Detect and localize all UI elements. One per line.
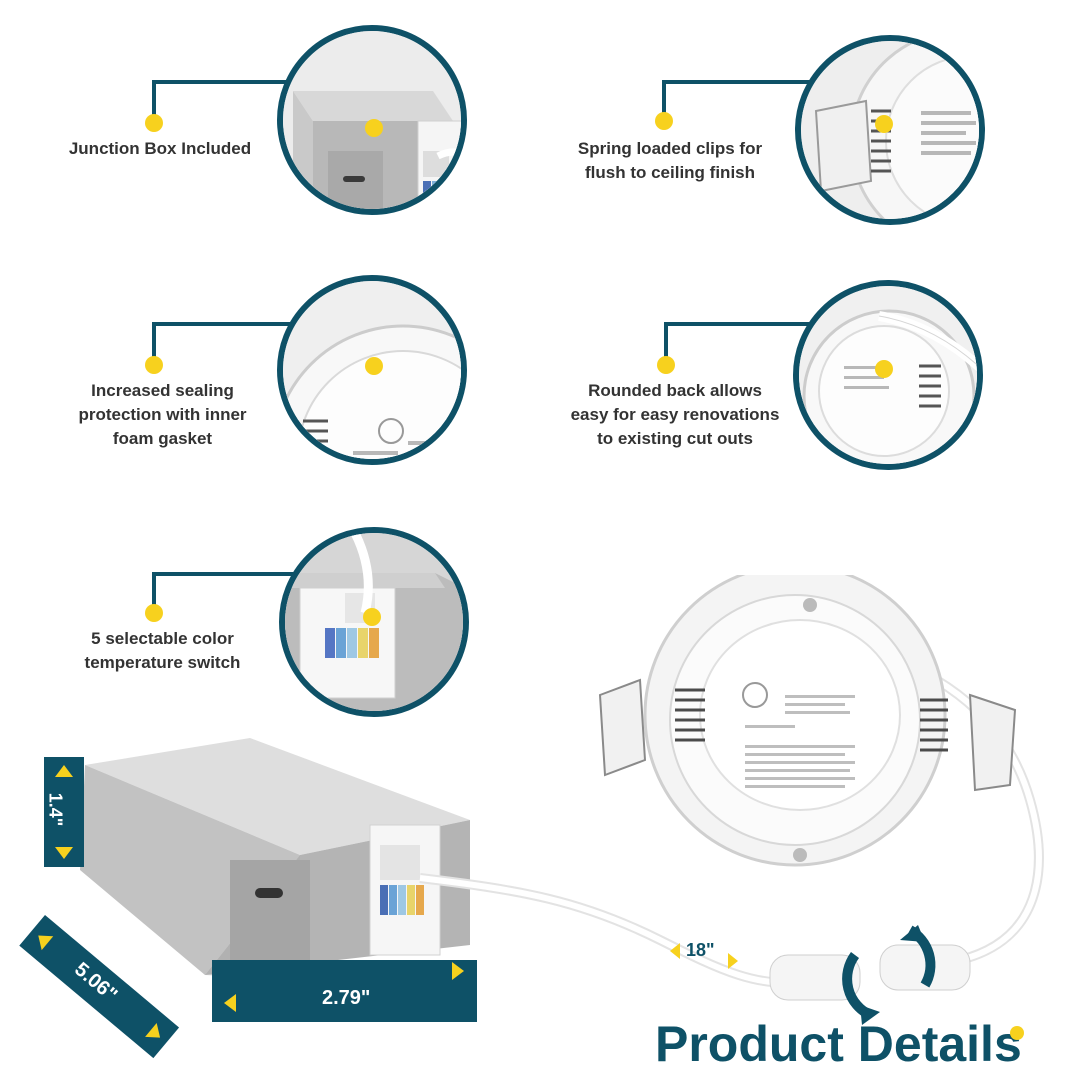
leader-line — [152, 322, 156, 358]
dim-cable-label: 18" — [686, 940, 715, 960]
arrow-up-icon — [55, 765, 73, 777]
feature-line: Increased sealing — [91, 381, 234, 400]
feature-line: flush to ceiling finish — [585, 163, 755, 182]
feature-line: Spring loaded clips for — [577, 139, 763, 158]
feature-line: temperature switch — [84, 653, 241, 672]
leader-line — [662, 80, 884, 84]
leader-line — [152, 80, 374, 84]
callout-dot — [657, 356, 675, 374]
circle-dot — [365, 357, 383, 375]
arrow-left-icon — [32, 928, 54, 951]
leader-line — [662, 80, 666, 116]
circle-dot — [365, 119, 383, 137]
callout-dot — [145, 114, 163, 132]
detail-circle-junction — [277, 25, 467, 215]
detail-circle-rounded — [793, 280, 983, 470]
spring-clip-closeup — [801, 41, 979, 219]
leader-line — [664, 322, 668, 358]
callout-dot — [145, 356, 163, 374]
feature-text-spring: Spring loaded clips for flush to ceiling… — [545, 137, 795, 185]
feature-line: 5 selectable color — [91, 629, 234, 648]
circle-dot — [363, 608, 381, 626]
junction-box-illustration — [80, 738, 470, 980]
arrow-right-icon — [728, 953, 738, 969]
dim-width-bar: 2.79" — [212, 960, 477, 1022]
rounded-back-closeup — [799, 286, 977, 464]
feature-text-rounded: Rounded back allows easy for easy renova… — [550, 379, 800, 451]
feature-line: foam gasket — [112, 429, 213, 448]
arrow-down-icon — [55, 847, 73, 859]
arrow-right-icon — [452, 962, 464, 980]
feature-text-sealing: Increased sealing protection with inner … — [40, 379, 285, 451]
dim-height-bar: 1.4" — [44, 757, 84, 867]
title-accent-dot — [1010, 1026, 1024, 1040]
circle-dot — [875, 360, 893, 378]
arrow-left-icon — [224, 994, 236, 1012]
detail-circle-color — [279, 527, 469, 717]
light-fixture-illustration — [598, 575, 1017, 867]
feature-line: Junction Box Included — [68, 139, 252, 158]
dim-width-label: 2.79" — [322, 987, 371, 1009]
dim-cable: 18" — [670, 940, 740, 969]
callout-dot — [145, 604, 163, 622]
leader-line — [152, 80, 156, 116]
arrow-left-icon — [670, 943, 680, 959]
feature-line: protection with inner — [78, 405, 247, 424]
leader-line — [152, 572, 374, 576]
feature-line: Rounded back allows — [588, 381, 762, 400]
feature-text-junction: Junction Box Included — [40, 137, 280, 161]
feature-line: easy for easy renovations — [570, 405, 780, 424]
feature-line: to existing cut outs — [597, 429, 753, 448]
page-title: Product Details — [655, 1016, 1022, 1072]
leader-line — [152, 322, 374, 326]
dim-height-label: 1.4" — [45, 792, 66, 827]
leader-line — [152, 572, 156, 608]
feature-text-color: 5 selectable color temperature switch — [40, 627, 285, 675]
detail-circle-sealing — [277, 275, 467, 465]
circle-dot — [875, 115, 893, 133]
arrow-right-icon — [145, 1023, 166, 1045]
leader-line — [664, 322, 886, 326]
detail-circle-spring — [795, 35, 985, 225]
callout-dot — [655, 112, 673, 130]
